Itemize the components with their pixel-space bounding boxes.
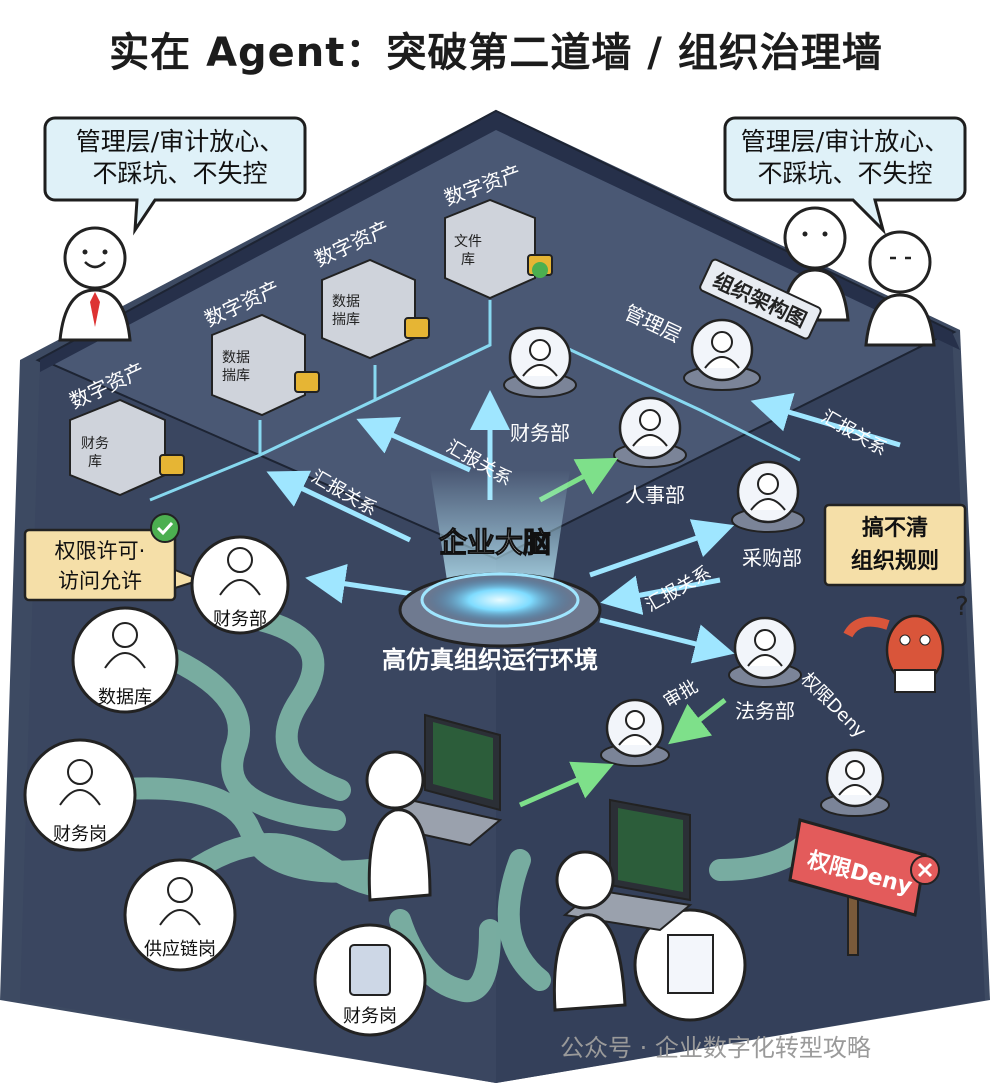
lock-icon — [159, 454, 185, 476]
speech-right-line-2: 不踩坑、不失控 — [757, 159, 932, 188]
circuit-lines — [149, 300, 801, 502]
asset-cube-text-3a: 数据 — [332, 294, 360, 310]
dept-node-legal: 法务部 — [728, 616, 802, 723]
left-node-supply-chain: 供应链岗 — [123, 858, 237, 972]
check-icon — [150, 513, 180, 543]
confused-line-2: 组织规则 — [851, 548, 939, 574]
person-icon-worker-left — [365, 750, 432, 902]
asset-cube-text-1a: 财务 — [81, 436, 109, 452]
permit-box: 权限许可· 访问允许 — [23, 513, 203, 602]
question-icon: ? — [955, 592, 969, 622]
dept-label-legal: 法务部 — [735, 699, 795, 723]
dept-label-finance-top: 财务部 — [510, 421, 570, 445]
asset-cube-text-4a: 文件 — [454, 234, 482, 250]
dept-label-hr: 人事部 — [625, 483, 685, 507]
person-icon-manager-left — [58, 226, 132, 342]
left-node-finance-calculator: 财务岗 — [313, 923, 427, 1037]
permit-line-2: 访问允许 — [58, 569, 142, 593]
deny-sign: 权限Deny — [788, 818, 940, 956]
speech-left-line-2: 不踩坑、不失控 — [92, 159, 267, 188]
asset-cube-text-3b: 揣库 — [332, 312, 360, 328]
node-deny-target — [820, 748, 890, 817]
dept-node-finance-top: 财务部 — [503, 326, 577, 445]
left-node-finance: 财务部 — [190, 535, 290, 635]
left-node-label-4: 供应链岗 — [144, 939, 216, 960]
lobster-mascot-icon: ? — [843, 592, 969, 693]
asset-cube-text-4b: 库 — [461, 252, 475, 268]
dept-node-hr: 人事部 — [613, 396, 687, 507]
confused-box: 搞不清 组织规则 — [823, 503, 967, 587]
node-approval-target — [600, 698, 670, 767]
person-icon-worker-right — [552, 850, 627, 1012]
left-node-label-3: 财务岗 — [53, 824, 107, 845]
confused-line-1: 搞不清 — [862, 515, 928, 541]
watermark: 公众号 · 企业数字化转型攻略 — [560, 1034, 871, 1062]
speech-bubble-right: 管理层/审计放心、 不踩坑、不失控 — [723, 116, 967, 236]
permit-line-1: 权限许可· — [55, 539, 146, 563]
laptop-right — [562, 798, 693, 932]
left-node-finance-post: 财务岗 — [23, 738, 137, 852]
calculator-icon — [349, 944, 391, 996]
person-icon-right-2 — [864, 230, 936, 347]
speech-bubble-left: 管理层/审计放心、 不踩坑、不失控 — [43, 116, 307, 236]
environment-label: 高仿真组织运行环境 — [382, 646, 598, 674]
report-arrows — [266, 390, 901, 664]
left-node-label-2: 数据库 — [98, 687, 152, 708]
left-node-database: 数据库 — [71, 606, 179, 714]
lock-icon — [404, 317, 430, 339]
page-title: 实在 Agent：突破第二道墙 / 组织治理墙 — [109, 30, 883, 76]
center-label: 企业大脑 — [439, 526, 551, 559]
left-node-label-1: 财务部 — [213, 609, 267, 630]
enterprise-brain-portal: 企业大脑 高仿真组织运行环境 — [382, 470, 602, 674]
speech-left-line-1: 管理层/审计放心、 — [76, 127, 284, 156]
document-node — [633, 908, 747, 1022]
speech-right-line-1: 管理层/审计放心、 — [741, 127, 949, 156]
left-node-label-5: 财务岗 — [343, 1006, 397, 1027]
asset-cube-text-2a: 数据 — [222, 350, 250, 366]
check-icon — [532, 262, 548, 278]
document-icon — [667, 934, 714, 994]
lock-icon — [294, 371, 320, 393]
asset-cube-text-2b: 揣库 — [222, 368, 250, 384]
dept-node-procurement: 采购部 — [731, 460, 805, 570]
dept-label-procurement: 采购部 — [742, 546, 802, 570]
asset-cube-2: 数字资产 数据 揣库 — [201, 276, 320, 417]
asset-cube-text-1b: 库 — [88, 454, 102, 470]
